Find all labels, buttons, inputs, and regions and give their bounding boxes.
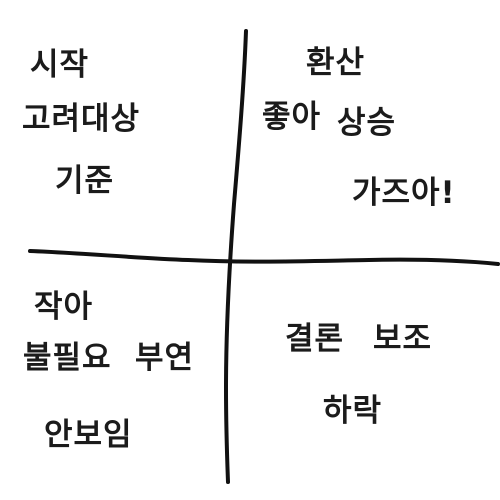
word-small: 작아	[34, 289, 94, 325]
horizontal-divider	[28, 249, 500, 266]
word-drop: 하락	[323, 393, 383, 429]
word-result: 결론	[285, 321, 345, 357]
word-calc: 환산	[306, 45, 366, 81]
word-basis: 기준	[55, 163, 115, 199]
word-unneeded: 불필요	[23, 340, 112, 376]
word-good: 좋아	[262, 99, 322, 135]
word-side: 부연	[135, 340, 195, 376]
word-safe: 안보임	[44, 417, 133, 453]
vertical-divider	[224, 29, 248, 484]
word-support: 보조	[373, 321, 433, 357]
word-target: 고려대상	[22, 101, 141, 137]
word-rise: 상승	[337, 105, 397, 141]
word-start: 시작	[30, 47, 90, 83]
word-go: 가즈아!	[352, 175, 456, 211]
